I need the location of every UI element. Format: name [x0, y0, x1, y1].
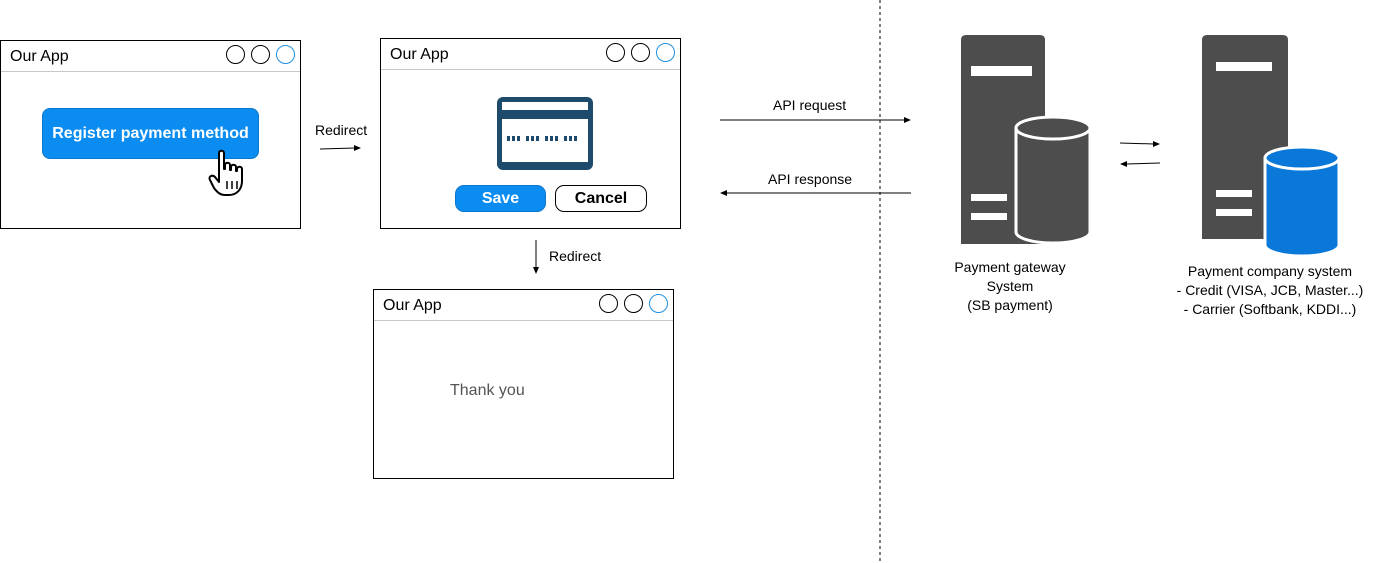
window-title-bar: Our App: [1, 41, 300, 72]
register-button-label: Register payment method: [52, 124, 249, 142]
window-control-icon[interactable]: [624, 294, 643, 313]
window-title: Our App: [383, 297, 442, 314]
database-icon: [1014, 115, 1092, 245]
window-title: Our App: [10, 48, 69, 65]
credit-card-icon: [497, 97, 593, 170]
register-payment-method-button[interactable]: Register payment method: [42, 108, 259, 159]
save-button-label: Save: [481, 189, 520, 207]
redirect-label: Redirect: [549, 248, 602, 264]
register-window: Our App Register payment method: [0, 40, 301, 229]
company-line2: - Credit (VISA, JCB, Master...): [1176, 282, 1364, 298]
window-control-icon[interactable]: [606, 43, 625, 62]
window-title: Our App: [390, 46, 449, 63]
window-title-bar: Our App: [381, 39, 680, 70]
redirect-label: Redirect: [315, 122, 368, 138]
window-control-icon[interactable]: [649, 294, 668, 313]
gateway-line1: Payment gateway: [954, 259, 1066, 275]
window-control-icon[interactable]: [226, 45, 245, 64]
card-form-window: Our App Save Cancel: [380, 38, 681, 229]
cancel-button[interactable]: Cancel: [555, 185, 647, 212]
window-control-icon[interactable]: [276, 45, 295, 64]
window-control-icon[interactable]: [599, 294, 618, 313]
window-control-icon[interactable]: [656, 43, 675, 62]
database-icon: [1263, 145, 1341, 258]
company-line1: Payment company system: [1187, 263, 1353, 279]
thank-you-window: Our App Thank you: [373, 289, 674, 479]
window-title-bar: Our App: [374, 290, 673, 321]
window-control-icon[interactable]: [631, 43, 650, 62]
save-button[interactable]: Save: [455, 185, 546, 212]
thank-you-message: Thank you: [450, 382, 525, 399]
hand-pointer-icon: [208, 149, 243, 196]
api-request-label: API request: [773, 97, 847, 113]
window-control-icon[interactable]: [251, 45, 270, 64]
api-response-label: API response: [768, 171, 853, 187]
cancel-button-label: Cancel: [574, 189, 628, 207]
gateway-line2: System: [986, 278, 1034, 294]
gateway-system-caption: Payment gateway System (SB payment): [930, 258, 1090, 315]
company-line3: - Carrier (Softbank, KDDI...): [1183, 301, 1357, 317]
gateway-line3: (SB payment): [967, 297, 1053, 313]
company-system-caption: Payment company system - Credit (VISA, J…: [1155, 262, 1385, 319]
